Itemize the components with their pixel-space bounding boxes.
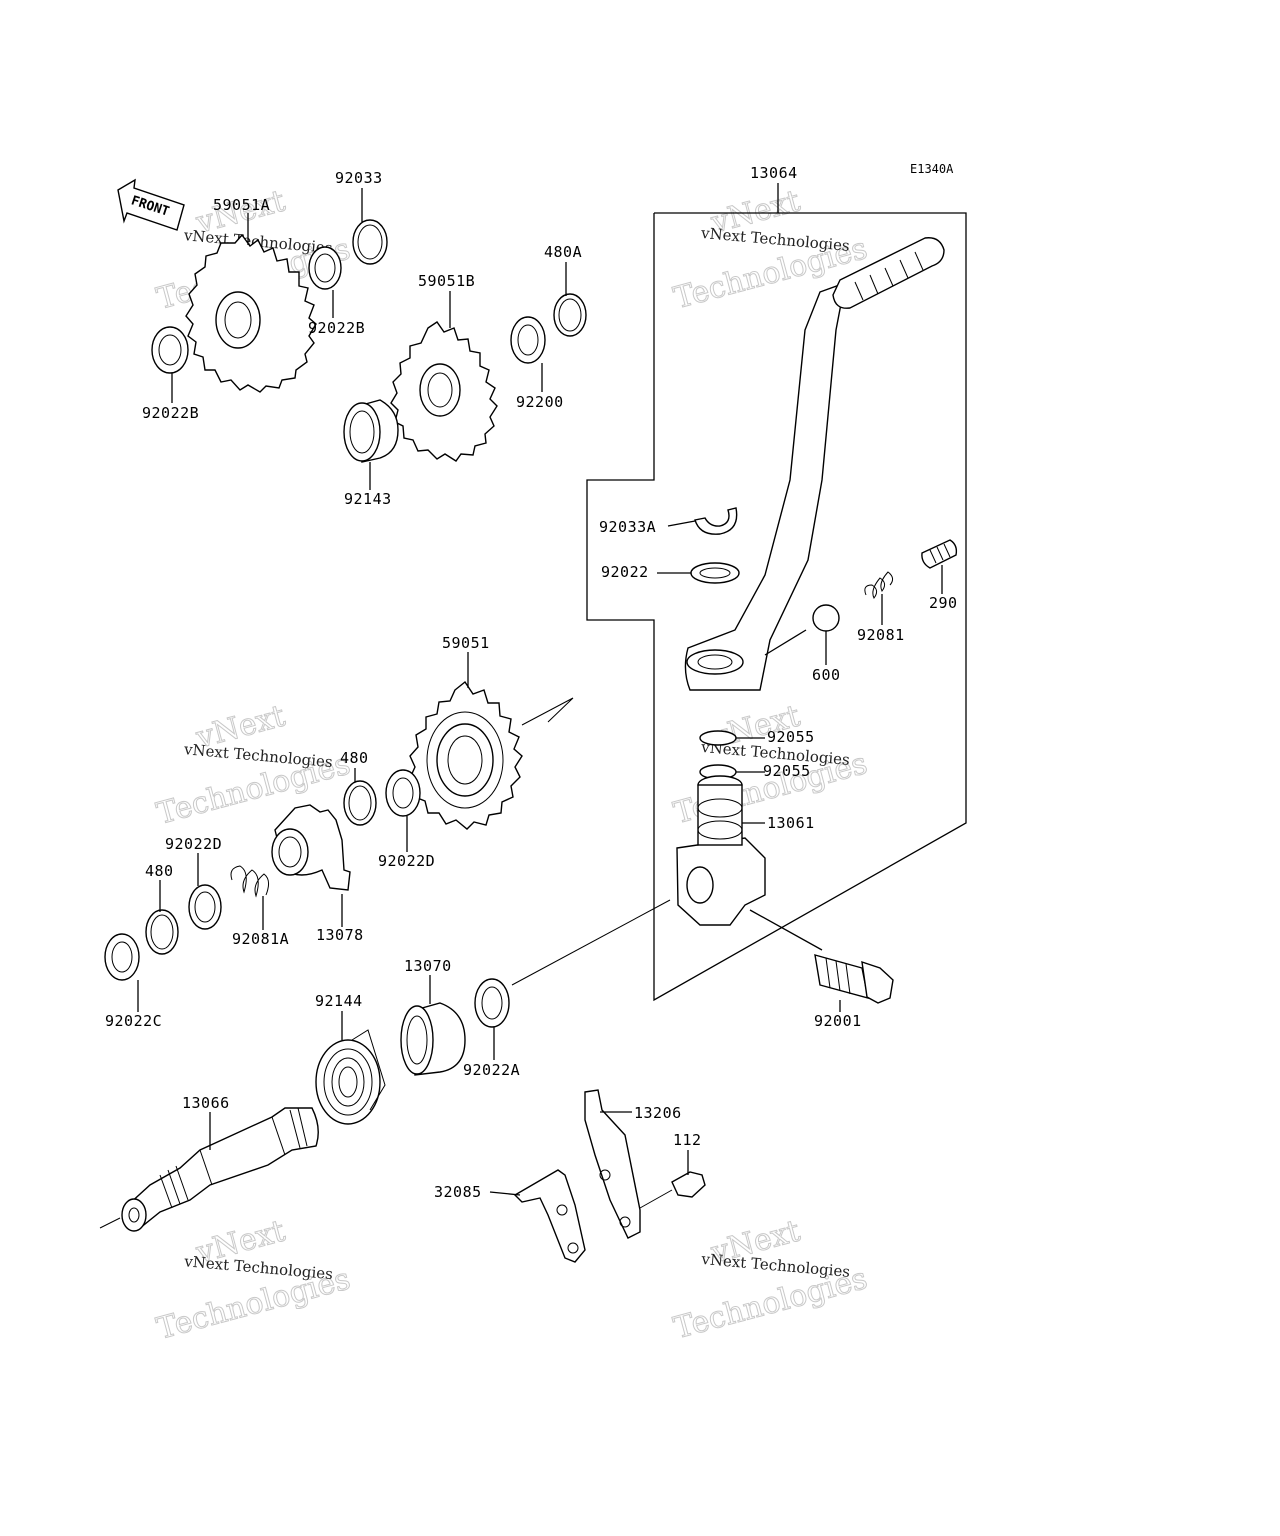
label-part-290: 290 xyxy=(929,594,958,612)
label-part-92022: 92022 xyxy=(601,563,649,581)
label-part-92022c: 92022C xyxy=(105,1012,162,1030)
washer-92022[interactable] xyxy=(690,562,740,584)
circlip-480-upper[interactable] xyxy=(343,780,377,826)
spring-92081a[interactable] xyxy=(230,865,270,898)
bolt-92001[interactable] xyxy=(814,954,894,1004)
assembly-axis-line xyxy=(511,899,671,986)
label-part-32085: 32085 xyxy=(434,1183,482,1201)
watermark-bottom-right: vNext Technologies vNext Technologies xyxy=(670,1213,872,1347)
label-part-92022d-left: 92022D xyxy=(165,835,222,853)
label-part-13066: 13066 xyxy=(182,1094,230,1112)
label-part-13061: 13061 xyxy=(767,814,815,832)
washer-92022b-upper[interactable] xyxy=(308,246,342,290)
label-part-600: 600 xyxy=(812,666,841,684)
label-part-59051a: 59051A xyxy=(213,196,270,214)
washer-92022c[interactable] xyxy=(104,933,140,981)
gear-59051b[interactable] xyxy=(390,321,498,462)
label-part-92081: 92081 xyxy=(857,626,905,644)
circlip-92033[interactable] xyxy=(352,219,388,265)
label-part-112: 112 xyxy=(673,1131,702,1149)
label-part-92022b-left: 92022B xyxy=(142,404,199,422)
label-part-480-lower: 480 xyxy=(145,862,174,880)
label-part-92081a: 92081A xyxy=(232,930,289,948)
circlip-480a[interactable] xyxy=(553,293,587,337)
label-part-92055-lower: 92055 xyxy=(763,762,811,780)
label-part-92055-upper: 92055 xyxy=(767,728,815,746)
watermark-small: vNext Technologies xyxy=(699,224,850,255)
watermark-small: vNext Technologies xyxy=(183,1252,334,1283)
ratchet-13078[interactable] xyxy=(271,804,351,891)
kick-pedal-arm[interactable] xyxy=(684,237,945,691)
washer-92022d-right[interactable] xyxy=(385,769,421,817)
label-part-480-upper: 480 xyxy=(340,749,369,767)
label-part-13078: 13078 xyxy=(316,926,364,944)
front-arrow-icon: FRONT xyxy=(117,178,185,231)
label-part-59051: 59051 xyxy=(442,634,490,652)
label-part-92022b-upper: 92022B xyxy=(308,319,365,337)
label-part-92001: 92001 xyxy=(814,1012,862,1030)
plate-13206[interactable] xyxy=(584,1089,641,1239)
pedal-boss-13061[interactable] xyxy=(676,775,766,926)
gear-59051a[interactable] xyxy=(185,233,317,393)
oring-92055-upper[interactable] xyxy=(699,730,737,746)
label-part-59051b: 59051B xyxy=(418,272,475,290)
label-part-13064: 13064 xyxy=(750,164,798,182)
diagram-code: E1340A xyxy=(910,162,954,176)
label-part-92200: 92200 xyxy=(516,393,564,411)
label-part-480a: 480A xyxy=(544,243,582,261)
screw-112[interactable] xyxy=(639,1171,706,1209)
washer-92022a[interactable] xyxy=(474,978,510,1028)
washer-92200[interactable] xyxy=(510,316,546,364)
label-part-92022a: 92022A xyxy=(463,1061,520,1079)
collar-13070[interactable] xyxy=(400,1002,466,1076)
label-part-92144: 92144 xyxy=(315,992,363,1010)
pedal-assembly-outline xyxy=(586,212,967,1002)
watermark-bottom-left: vNext Technologies vNext Technologies xyxy=(153,1213,355,1347)
spring-290[interactable] xyxy=(921,539,958,569)
label-part-92033a: 92033A xyxy=(599,518,656,536)
part-labels: 13064 59051A 92033 480A 59051B 92022B 92… xyxy=(105,164,958,1201)
ball-600[interactable] xyxy=(812,604,840,632)
leader-lines xyxy=(137,183,943,1196)
label-part-92143: 92143 xyxy=(344,490,392,508)
circlip-92033a[interactable] xyxy=(694,507,738,535)
watermark-small: vNext Technologies xyxy=(182,740,333,771)
circlip-480-lower[interactable] xyxy=(145,909,179,955)
label-part-13070: 13070 xyxy=(404,957,452,975)
washer-92022d-left[interactable] xyxy=(188,884,222,930)
label-part-92033: 92033 xyxy=(335,169,383,187)
collar-92143[interactable] xyxy=(343,399,399,463)
gear-59051[interactable] xyxy=(409,680,574,830)
torsion-spring-92144[interactable] xyxy=(315,1029,386,1125)
spring-92081[interactable] xyxy=(864,571,894,599)
bracket-32085[interactable] xyxy=(513,1169,586,1263)
label-part-13206: 13206 xyxy=(634,1104,682,1122)
label-part-92022d-right: 92022D xyxy=(378,852,435,870)
kick-shaft-13066[interactable] xyxy=(99,1107,319,1232)
washer-92022b-left[interactable] xyxy=(151,326,189,374)
